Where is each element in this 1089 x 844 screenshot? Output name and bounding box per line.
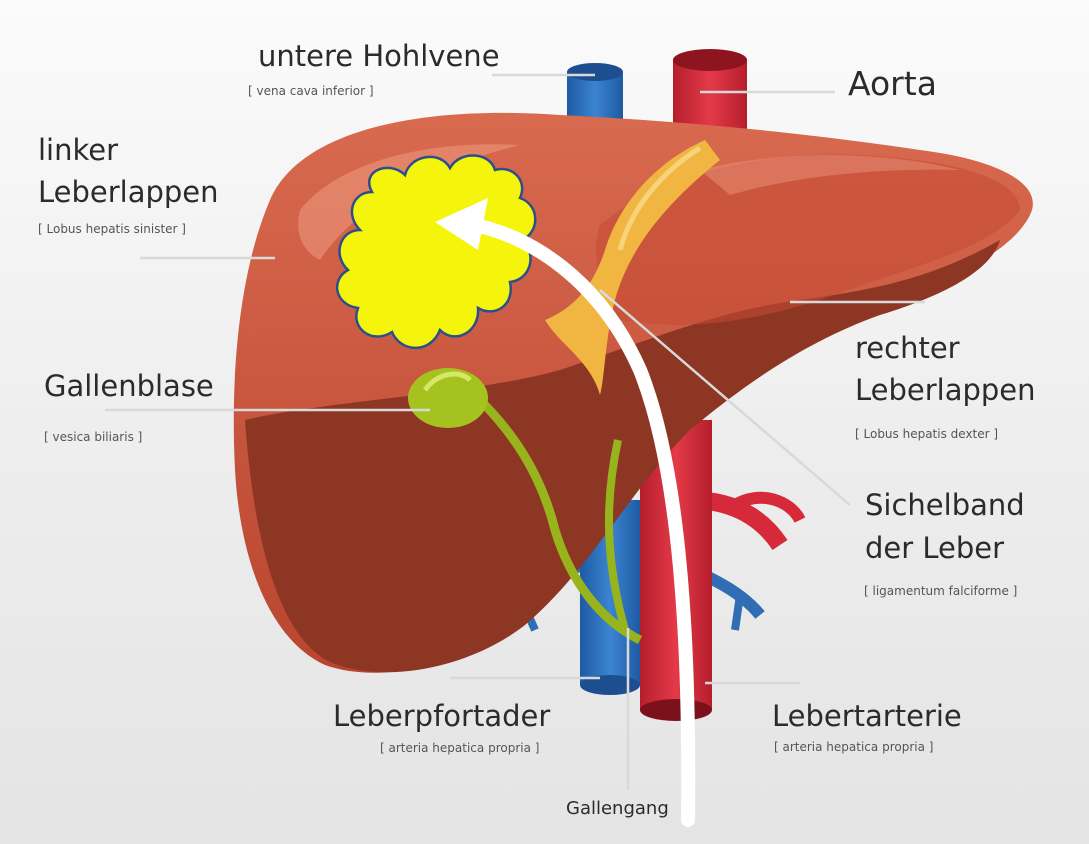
falciform-label-line1: Sichelband	[865, 487, 1025, 523]
gallbladder-label: Gallenblase	[44, 368, 214, 404]
vena-cava-label: untere Hohlvene	[258, 38, 500, 74]
portal-vein-label: Leberpfortader	[333, 698, 550, 734]
portal-vein-latin: [ arteria hepatica propria ]	[380, 741, 539, 755]
falciform-label-line2: der Leber	[865, 530, 1004, 566]
right-lobe-label-line1: rechter	[855, 330, 960, 366]
hepatic-artery-label: Lebertarterie	[772, 698, 962, 734]
right-lobe-label-line2: Leberlappen	[855, 372, 1036, 408]
right-lobe-latin: [ Lobus hepatis dexter ]	[855, 427, 998, 441]
falciform-latin: [ ligamentum falciforme ]	[864, 584, 1017, 598]
aorta-label: Aorta	[848, 66, 937, 102]
left-lobe-label-line1: linker	[38, 132, 118, 168]
gallbladder-latin: [ vesica biliaris ]	[44, 430, 142, 444]
bile-duct-label: Gallengang	[566, 798, 669, 819]
vena-cava-latin: [ vena cava inferior ]	[248, 84, 374, 98]
left-lobe-label-line2: Leberlappen	[38, 174, 219, 210]
hepatic-artery-latin: [ arteria hepatica propria ]	[774, 740, 933, 754]
left-lobe-latin: [ Lobus hepatis sinister ]	[38, 222, 186, 236]
